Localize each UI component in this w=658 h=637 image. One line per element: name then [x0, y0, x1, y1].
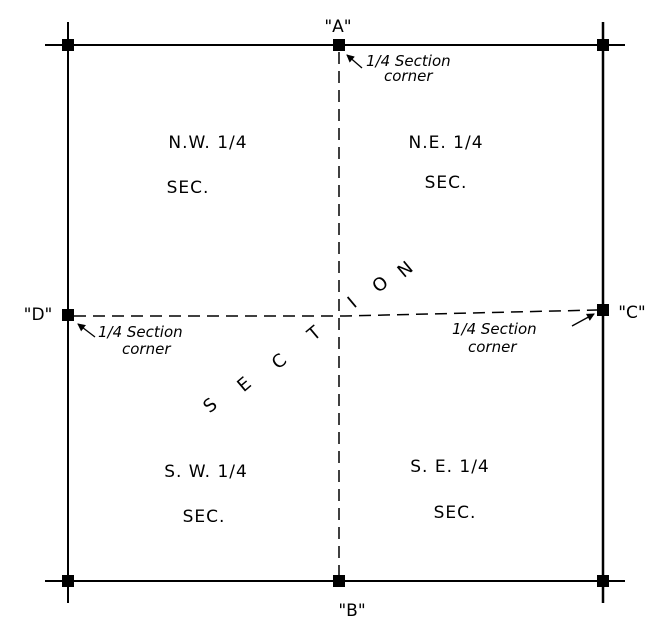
- section-letter: N: [394, 257, 418, 282]
- section-letter: S: [199, 394, 221, 417]
- section-letter: I: [344, 293, 362, 313]
- sw-quarter-label: S. W. 1/4: [164, 462, 248, 482]
- west-quarter-corner-marker: [62, 309, 74, 321]
- south-quarter-corner-marker: [333, 575, 345, 587]
- se-quarter-label: S. E. 1/4: [410, 457, 490, 477]
- note-c-line2: corner: [468, 338, 517, 356]
- se-quarter-sec-label: SEC.: [434, 503, 477, 523]
- sw-corner-marker: [62, 575, 74, 587]
- nw-corner-marker: [62, 39, 74, 51]
- section-letter: O: [368, 272, 392, 297]
- note-a-arrow: [346, 54, 363, 69]
- note-c-arrow: [571, 313, 595, 327]
- note-c-line1: 1/4 Section: [452, 320, 537, 338]
- point-c-label: "C": [618, 303, 646, 323]
- section-letter: C: [268, 350, 291, 374]
- note-d-line1: 1/4 Section: [98, 323, 183, 341]
- point-d-label: "D": [24, 305, 53, 325]
- nw-quarter-sec-label: SEC.: [167, 178, 210, 198]
- ne-corner-marker: [597, 39, 609, 51]
- note-d-line2: corner: [122, 340, 171, 358]
- east-west-quarter-line: [74, 309, 598, 317]
- point-a-label: "A": [324, 17, 351, 37]
- ne-quarter-label: N.E. 1/4: [408, 133, 483, 153]
- nw-quarter-label: N.W. 1/4: [168, 133, 247, 153]
- east-quarter-corner-marker: [597, 304, 609, 316]
- sw-quarter-sec-label: SEC.: [183, 507, 226, 527]
- note-d-arrow: [77, 323, 96, 338]
- section-letter: T: [303, 322, 326, 346]
- se-corner-marker: [597, 575, 609, 587]
- note-a-line2: corner: [384, 67, 433, 85]
- north-quarter-corner-marker: [333, 39, 345, 51]
- ne-quarter-sec-label: SEC.: [425, 173, 468, 193]
- section-word: S E C T I O N: [199, 257, 417, 417]
- point-b-label: "B": [338, 601, 365, 621]
- section-letter: E: [233, 373, 255, 396]
- note-a-line1: 1/4 Section: [366, 52, 451, 70]
